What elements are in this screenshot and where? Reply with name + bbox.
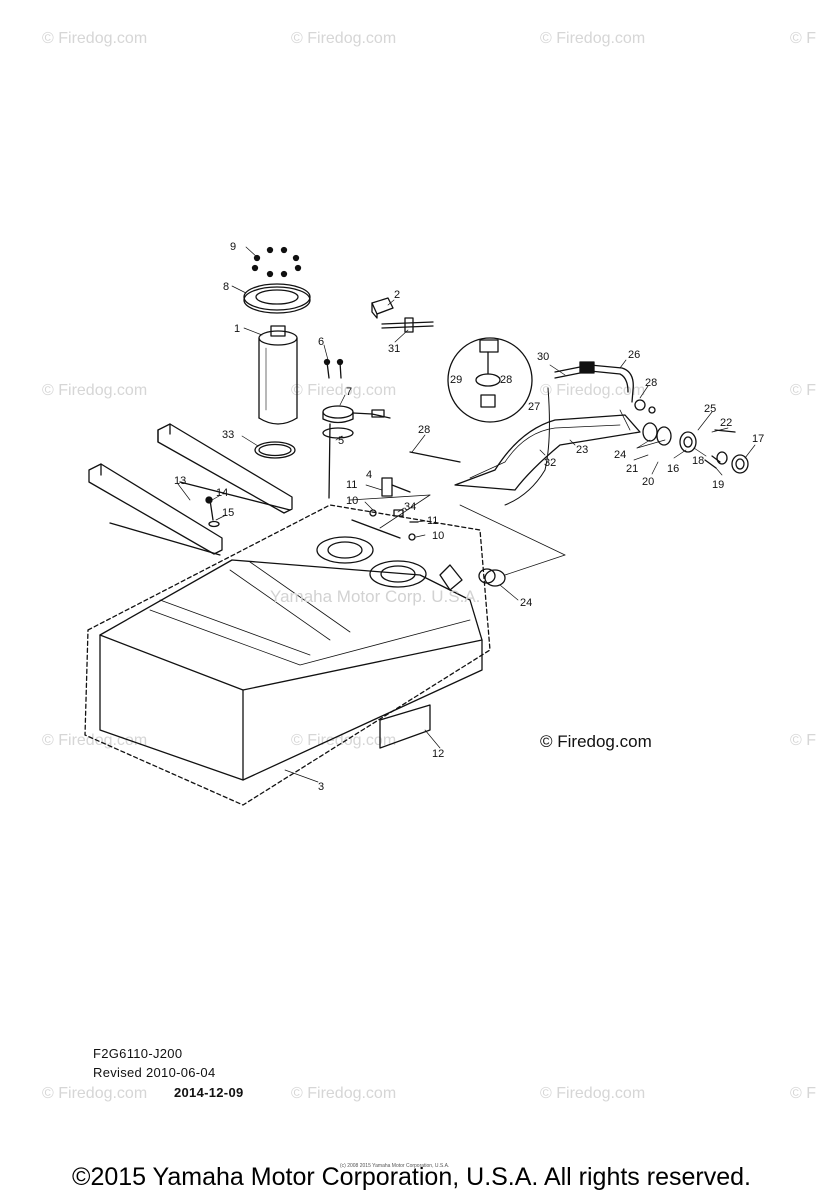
watermark: © Firedog.com: [42, 382, 148, 399]
callout: 15: [222, 507, 234, 519]
filler-boot: [478, 568, 506, 587]
watermark: © Firedog.com: [42, 732, 148, 749]
callout: 27: [528, 401, 540, 413]
bolt-washer: [205, 496, 220, 528]
tiny-copyright: (c) 2008 2015 Yamaha Motor Corporation, …: [340, 1163, 450, 1169]
callout: 4: [366, 469, 372, 481]
callout: 25: [704, 403, 716, 415]
bolt: [323, 358, 344, 379]
callout: 5: [338, 435, 344, 447]
callout: 9: [230, 241, 236, 253]
watermark: © Firedog.com: [291, 1085, 397, 1102]
watermark: © F: [790, 1085, 817, 1102]
callout: 16: [667, 463, 679, 475]
callout: 1: [234, 323, 240, 335]
callout: 17: [752, 433, 764, 445]
watermark: © Firedog.com: [42, 30, 148, 47]
callout: 11: [346, 479, 357, 491]
callout: 24: [520, 597, 532, 609]
callout: 26: [628, 349, 640, 361]
callout: 10: [432, 530, 444, 542]
watermark: © Firedog.com: [540, 382, 646, 399]
callout: 20: [642, 476, 654, 488]
callout: 28: [418, 424, 430, 436]
callout: 24: [614, 449, 626, 461]
watermark: © Firedog.com: [540, 1085, 646, 1102]
watermark: © Firedog.com: [540, 30, 646, 47]
callout: 18: [692, 455, 704, 467]
callout-labels: 9 8 1 2 31 6 7 33 5 28 29 28 30 26 28 27…: [174, 241, 764, 793]
watermark: © Firedog.com: [291, 30, 397, 47]
callout: 31: [388, 343, 400, 355]
firedog-copyright: © Firedog.com: [540, 732, 652, 751]
watermark: © F: [790, 30, 817, 47]
callout: 6: [318, 336, 324, 348]
watermark: © F: [790, 732, 817, 749]
diagram-code: F2G6110-J200: [93, 1046, 183, 1061]
callout: 12: [432, 748, 444, 760]
callout: 28: [645, 377, 657, 389]
o-ring: [254, 441, 296, 459]
callout: 29: [450, 374, 462, 386]
callout: 30: [537, 351, 549, 363]
callout: 28: [500, 374, 512, 386]
callout: 10: [346, 495, 358, 507]
watermark: © Firedog.com: [291, 382, 397, 399]
through-bolt: [381, 317, 434, 333]
watermark: © F: [790, 382, 817, 399]
callout: 11: [427, 515, 438, 527]
callout: 23: [576, 444, 588, 456]
bracket: [371, 297, 394, 319]
callout: 3: [318, 781, 324, 793]
screw-set: [251, 246, 302, 278]
print-date: 2014-12-09: [174, 1085, 244, 1100]
fuel-sender-unit: [322, 405, 391, 499]
footer-copyright: ©2015 Yamaha Motor Corporation, U.S.A. A…: [72, 1163, 751, 1191]
fuel-pump-unit: [258, 325, 298, 425]
center-watermark: Yamaha Motor Corp. U.S.A.: [270, 587, 481, 606]
watermark: © Firedog.com: [291, 732, 397, 749]
callout: 22: [720, 417, 732, 429]
filler-neck-hose: [409, 387, 641, 506]
vent-tube: [554, 361, 634, 403]
callout: 7: [346, 386, 352, 398]
callout: 34: [404, 501, 416, 513]
revised-date: Revised 2010-06-04: [93, 1065, 216, 1080]
tank-dashed-outline: [84, 504, 491, 806]
callout: 19: [712, 479, 724, 491]
watermark: © Firedog.com: [42, 1085, 148, 1102]
callout: 21: [626, 463, 638, 475]
callout: 8: [223, 281, 229, 293]
fuel-tank: [99, 536, 483, 781]
callout: 2: [394, 289, 400, 301]
callout: 32: [544, 457, 556, 469]
callout: 33: [222, 429, 234, 441]
label-plate: [379, 704, 431, 749]
gasket: [322, 427, 354, 439]
callout: 13: [174, 475, 186, 487]
callout: 14: [216, 487, 228, 499]
ring-plate: [243, 283, 311, 314]
detail-circle: [447, 337, 533, 423]
mounting-rail: [88, 423, 293, 556]
